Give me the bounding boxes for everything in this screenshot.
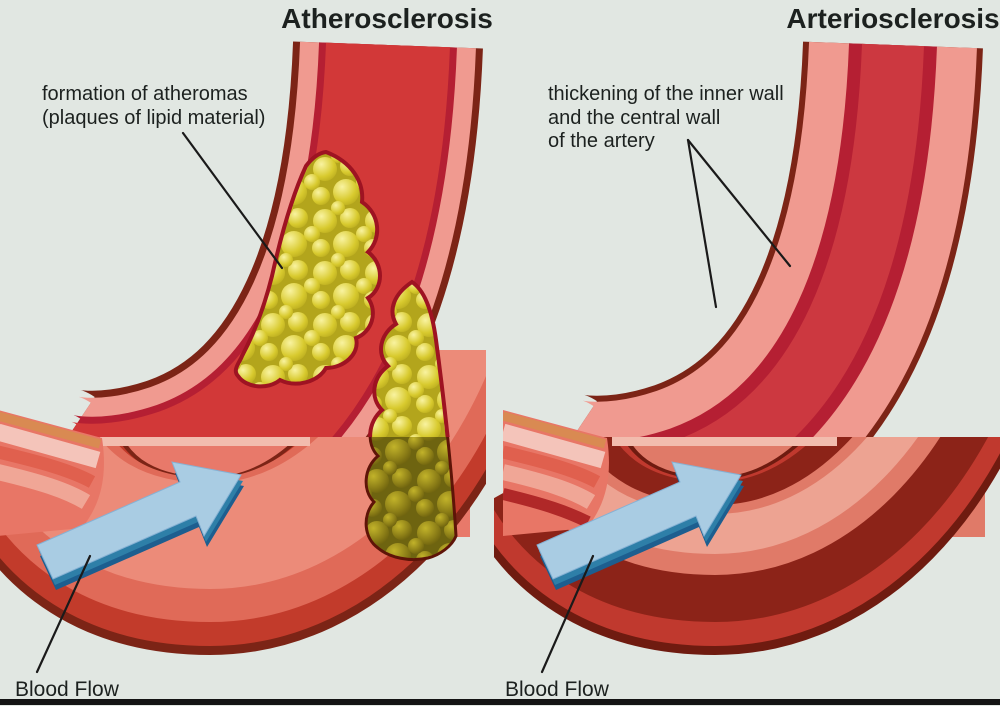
plaque-upper-left	[233, 149, 382, 389]
title-left: Atherosclerosis	[281, 3, 493, 34]
plaque-right-wall-lower-dark	[364, 437, 458, 562]
thickening-label-line1: thickening of the inner wall	[548, 83, 784, 105]
blood-flow-label-left: Blood Flow	[15, 678, 120, 701]
cut-edge-highlight-right	[612, 437, 837, 446]
artery-left-section	[62, 41, 483, 437]
cut-edge-highlight-left	[100, 437, 310, 446]
artery-left	[0, 41, 486, 656]
leader-line-blood-flow-left	[35, 554, 92, 674]
artery-right-lumen	[684, 43, 924, 437]
arrow-top-face	[36, 461, 242, 580]
leader-line-atheroma	[181, 131, 284, 270]
leader-line-central-wall	[686, 138, 792, 268]
artery-left-lumen	[62, 42, 450, 437]
arrow-top-face	[536, 461, 742, 580]
thickening-label-line2: and the central wall	[548, 107, 720, 129]
thickening-label-line3: of the artery	[548, 130, 655, 152]
blood-flow-label-right: Blood Flow	[505, 678, 610, 701]
cut-face-right	[503, 410, 609, 536]
artery-right	[494, 41, 1000, 656]
plaque-right-wall-upper	[368, 279, 450, 437]
leader-line-blood-flow-right	[540, 554, 595, 674]
atheroma-label-line1: formation of atheromas	[42, 83, 248, 105]
leader-line-inner-wall	[686, 138, 718, 309]
atheroma-label-line2: (plaques of lipid material)	[42, 107, 265, 129]
title-right: Arteriosclerosis	[786, 3, 999, 34]
bottom-rule	[0, 699, 1000, 705]
artery-right-section	[567, 41, 983, 437]
cut-face-left	[0, 410, 104, 536]
